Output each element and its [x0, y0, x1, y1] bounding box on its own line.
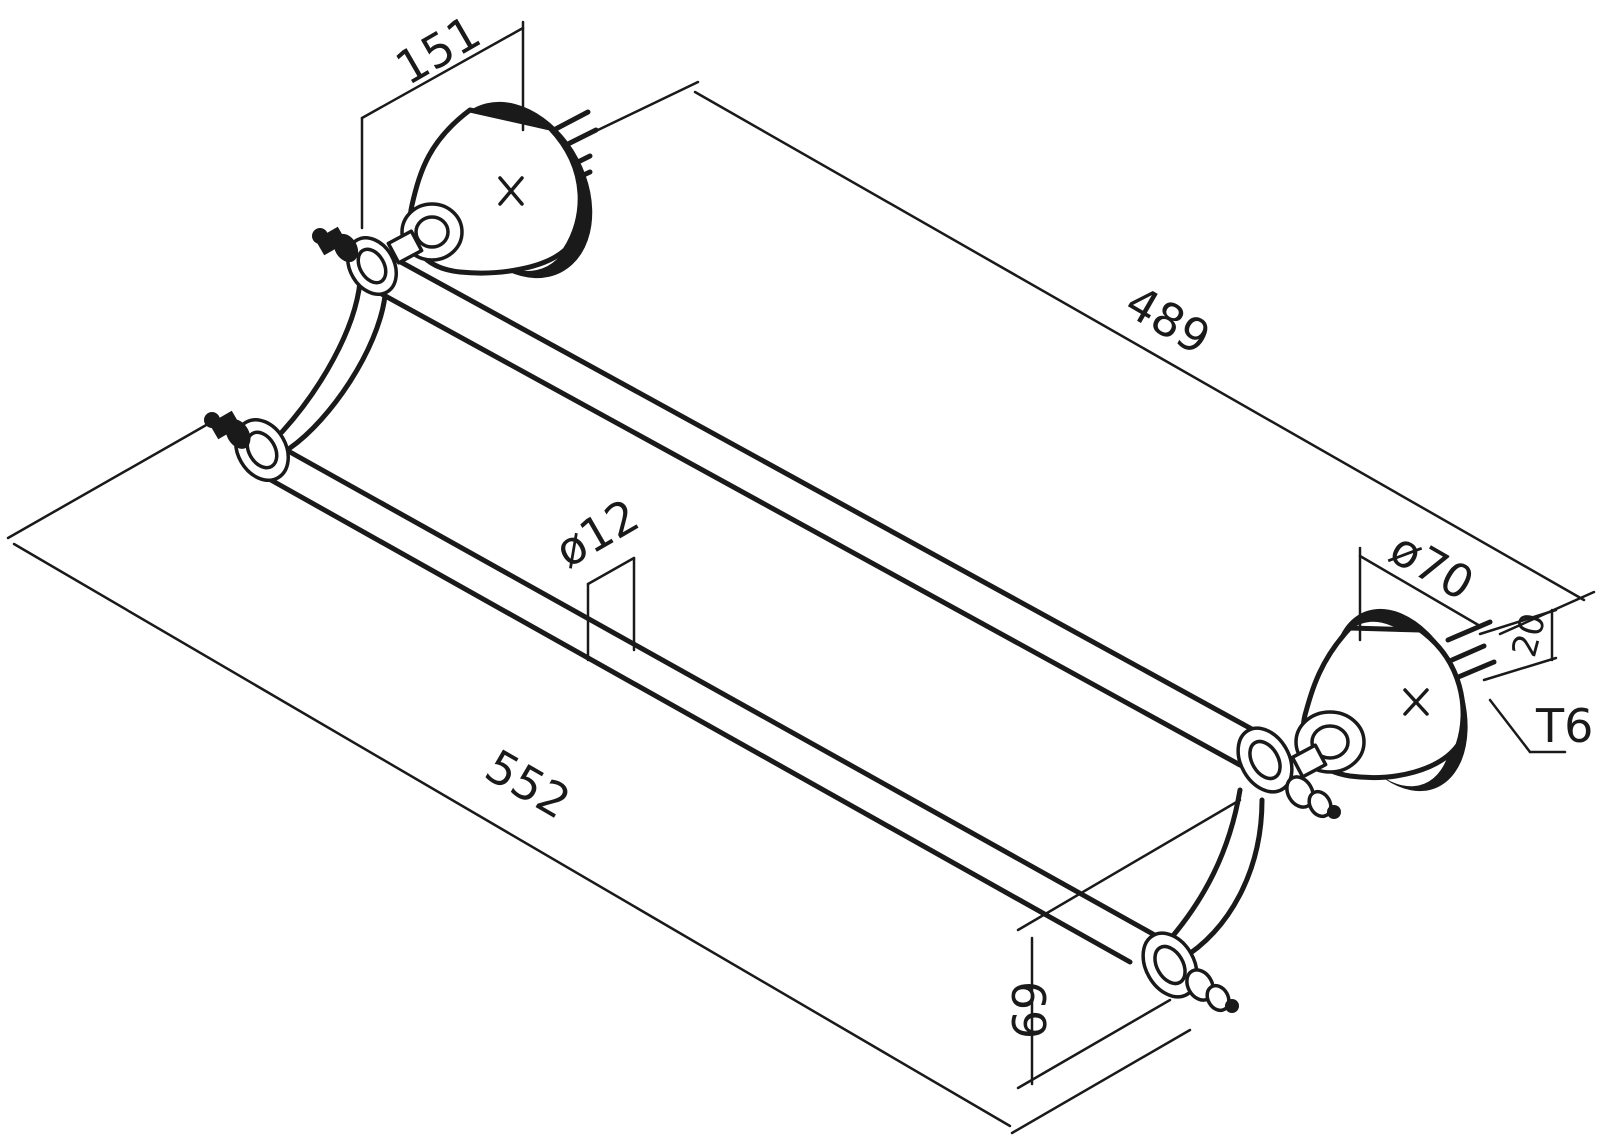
dimension-69: 69: [1001, 798, 1242, 1090]
dim-diameter-12-label: ø12: [546, 488, 648, 578]
dim-69-label: 69: [1001, 981, 1055, 1040]
left-front-collar: [204, 410, 290, 482]
right-front-collar: [1141, 931, 1239, 1013]
dimension-t6: T6: [1488, 698, 1593, 754]
dim-t6-label: T6: [1535, 699, 1593, 753]
dim-151-label: 151: [386, 5, 489, 96]
left-rear-collar: [312, 226, 398, 296]
dimension-diameter-12: ø12: [546, 488, 648, 662]
right-wall-bracket: [1290, 608, 1497, 792]
right-arm: [1162, 787, 1265, 963]
left-arm: [279, 279, 388, 451]
dim-552-label: 552: [476, 739, 579, 830]
dimension-20: 20: [1478, 608, 1558, 682]
left-wall-bracket: [386, 101, 599, 279]
dim-20-label: 20: [1504, 609, 1554, 661]
right-rear-collar: [1236, 726, 1341, 819]
front-bar: [259, 439, 1163, 965]
dim-489-label: 489: [1116, 275, 1219, 366]
rear-bar: [375, 252, 1271, 768]
